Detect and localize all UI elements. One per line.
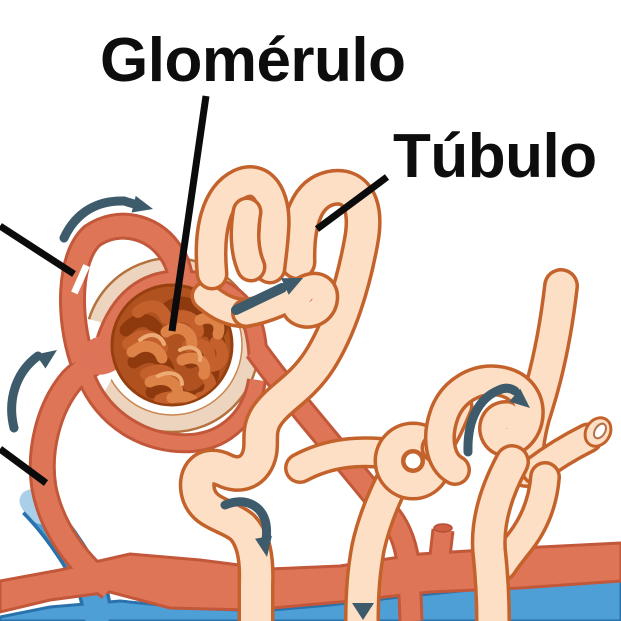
leader-line-left-lower <box>0 446 49 486</box>
artery-stub-tip <box>433 523 453 533</box>
flow-arrow-loop-return-icon <box>463 383 530 457</box>
tubule-fold-b <box>232 200 263 279</box>
tubule-fold-a <box>198 168 288 287</box>
label-glomerulo: Glomérulo <box>100 26 406 95</box>
artery-branch-stub <box>431 529 452 557</box>
leader-notch <box>71 264 90 295</box>
flow-arrow-afferent-entry-icon <box>7 350 57 433</box>
leader-line-tubulo <box>314 174 390 232</box>
flow-arrows <box>7 195 530 620</box>
flow-arrow-filtrate-exit-icon <box>231 278 303 315</box>
proximal-tubule <box>182 172 379 621</box>
capsule-lower-vessel <box>78 371 264 451</box>
artery-trunk <box>0 541 621 614</box>
flow-arrow-over-efferent-loop-icon <box>59 195 153 243</box>
leader-line-glomerulo <box>168 95 210 332</box>
tubule-collecting <box>474 447 527 621</box>
tubule-curl <box>234 275 336 326</box>
flow-arrow-tubule-descent-icon <box>220 497 272 557</box>
label-tubulo: Túbulo <box>393 122 597 191</box>
tubule-mid-descending <box>347 459 411 621</box>
flow-arrowhead-bottom-icon <box>352 603 374 620</box>
tubule-group <box>178 165 613 621</box>
tubule-coil-lumen <box>402 450 424 472</box>
tubule-cut-lumen <box>593 422 607 440</box>
leader-lines <box>0 95 390 486</box>
leader-line-left-upper <box>0 223 76 277</box>
